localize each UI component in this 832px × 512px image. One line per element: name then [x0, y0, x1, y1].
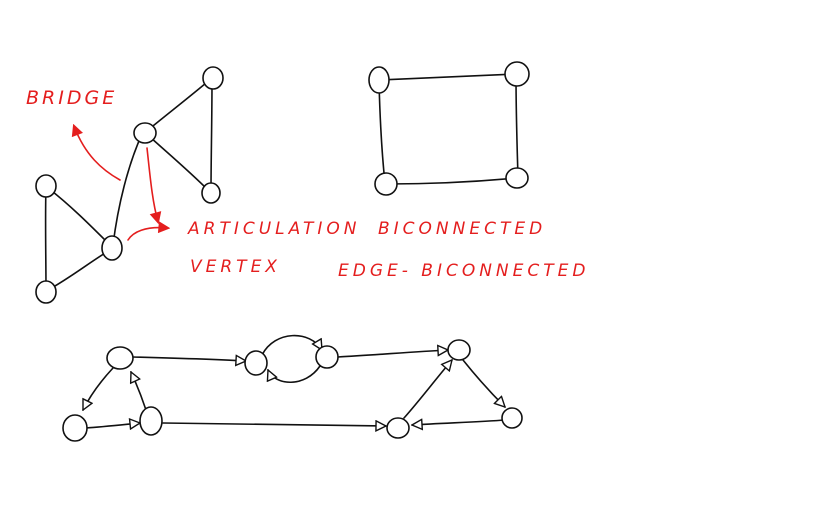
directed-edge: [268, 365, 321, 383]
directed-edge: [85, 423, 140, 428]
graph-node: [244, 350, 268, 376]
biconnected-label: BICONNECTED: [378, 219, 546, 239]
edge: [47, 187, 111, 246]
bridge-pointer-arrow: [74, 126, 121, 181]
graph-node: [35, 174, 57, 198]
edge: [379, 73, 517, 81]
biconnected-square-graph: [368, 61, 530, 196]
annotations: BRIDGE ARTICULATION VERTEX BICONNECTED E…: [26, 87, 589, 281]
graph-node: [315, 345, 339, 369]
bridge-edge: [112, 133, 143, 246]
articulation-label: ARTICULATION: [187, 219, 361, 239]
graph-node: [202, 66, 224, 90]
bridge-label: BRIDGE: [26, 87, 117, 109]
graph-node: [374, 172, 398, 196]
graph-node: [501, 407, 523, 429]
edge: [47, 249, 111, 291]
vertex-label: VERTEX: [190, 257, 281, 277]
directed-edge: [131, 372, 147, 411]
graph-node: [368, 66, 390, 94]
graph-node: [504, 61, 530, 87]
directed-edge: [162, 423, 386, 426]
graph-node: [386, 417, 410, 439]
graph-node: [447, 339, 471, 361]
edge-biconnected-label: EDGE- BICONNECTED: [338, 261, 589, 281]
edge: [386, 177, 518, 185]
directed-edge: [261, 334, 322, 356]
articulation-vertex-node: [101, 235, 123, 261]
edge: [149, 136, 209, 191]
graph-node: [505, 167, 529, 189]
edge: [378, 81, 386, 184]
directed-edge: [412, 420, 506, 425]
directed-edge: [403, 360, 452, 419]
directed-edge: [462, 359, 505, 407]
graph-node: [106, 346, 134, 370]
directed-edge: [132, 357, 246, 361]
edge: [515, 74, 519, 178]
directed-edge: [337, 350, 448, 358]
graph-node: [139, 406, 163, 436]
edge: [147, 77, 213, 131]
edge: [210, 79, 213, 193]
bridge-articulation-graph: [35, 66, 224, 304]
articulation-vertex-node: [133, 122, 157, 144]
directed-graph: [62, 334, 523, 442]
graph-node: [62, 414, 88, 442]
graph-node: [35, 280, 57, 304]
directed-edge: [82, 367, 114, 410]
articulation-pointer-arrow: [127, 228, 168, 241]
articulation-pointer-arrow: [146, 147, 158, 222]
graph-node: [201, 182, 221, 204]
